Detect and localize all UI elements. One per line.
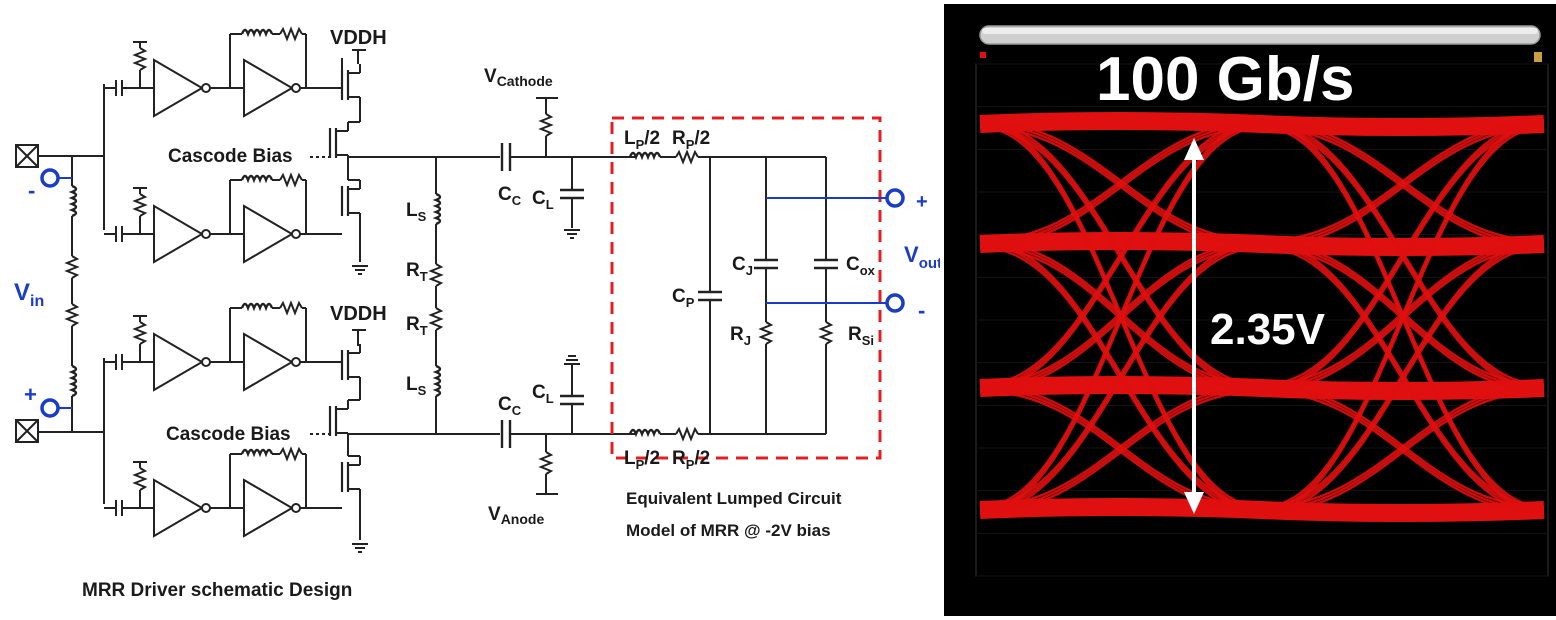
rj-label: RJ	[730, 324, 751, 348]
eye-height-label: 2.35V	[1210, 305, 1326, 354]
caption-left: MRR Driver schematic Design	[82, 580, 352, 601]
lp-bottom-label: LP/2	[624, 448, 660, 472]
eye-transition	[979, 386, 1263, 512]
vin-label: Vin	[14, 279, 44, 310]
mrr-driver-schematic: - + Vin VDDH Cascode Bias	[14, 27, 940, 601]
eye-transition	[1261, 383, 1545, 509]
eye-transition	[1261, 122, 1545, 390]
eye-transition	[1261, 122, 1545, 246]
vout-plus-sign: +	[916, 191, 928, 213]
cj-label: CJ	[732, 254, 753, 278]
cc-top-label: CC	[498, 184, 522, 208]
cascode-bias-bottom-label: Cascode Bias	[166, 424, 291, 445]
eye-transition	[979, 119, 1263, 387]
cl-bottom-label: CL	[532, 382, 554, 406]
lp-top-label: LP/2	[624, 128, 660, 152]
legend-swatch	[980, 52, 986, 58]
vout-label: Vout	[904, 242, 940, 272]
eye-transition	[1261, 386, 1545, 512]
eye-transition	[979, 122, 1263, 390]
eye-transition	[979, 242, 1263, 512]
eye-transition	[979, 245, 1263, 515]
inverter-chain-1	[104, 29, 342, 116]
rt-top-label: RT	[406, 260, 428, 284]
cc-bottom-label: CC	[498, 394, 522, 418]
eye-transition	[1261, 389, 1545, 515]
eye-transition	[979, 383, 1263, 509]
vin-minus-port	[40, 168, 60, 188]
eye-transition	[1261, 239, 1545, 509]
eye-diagram-panel: 2.35V 100 Gb/s	[944, 4, 1556, 616]
vout-minus-port	[885, 293, 905, 313]
corner-marker-icon	[1534, 52, 1542, 62]
eye-transition	[1261, 119, 1545, 387]
input-pad-bottom	[15, 419, 39, 443]
mrr-model-network	[628, 151, 886, 440]
eye-transition	[979, 239, 1263, 509]
vin-plus-sign: +	[24, 382, 37, 407]
mrr-model-box	[610, 116, 882, 460]
v-cathode-label: VCathode	[484, 66, 553, 89]
rp-bottom-label: RP/2	[672, 448, 710, 472]
eye-transition	[1261, 242, 1545, 512]
input-pad-top	[15, 144, 39, 168]
vddh-bottom-label: VDDH	[330, 303, 387, 325]
coupling-top	[436, 97, 636, 239]
ls-bottom-label: LS	[406, 374, 427, 398]
output-stack-bottom	[310, 329, 440, 553]
v-anode-label: VAnode	[488, 504, 544, 527]
load-network	[430, 157, 442, 434]
rt-bottom-label: RT	[406, 314, 428, 338]
eye-plot-area	[975, 63, 1549, 577]
cp-label: CP	[672, 286, 695, 310]
data-rate-label: 100 Gb/s	[1096, 45, 1354, 114]
mrr-caption-line1: Equivalent Lumped Circuit	[626, 489, 842, 508]
rsi-label: RSi	[848, 324, 874, 348]
vout-plus-port	[885, 188, 905, 208]
coupling-bottom	[436, 355, 636, 495]
vin-plus-port	[40, 398, 60, 418]
eye-transition	[979, 122, 1263, 246]
eye-transition	[979, 389, 1263, 515]
cl-top-label: CL	[532, 188, 554, 212]
inverter-chain-4	[104, 449, 342, 536]
mrr-caption-line2: Model of MRR @ -2V bias	[626, 521, 831, 540]
eye-transition	[1261, 245, 1545, 515]
eye-transition	[979, 119, 1263, 243]
cascode-bias-top-label: Cascode Bias	[168, 146, 293, 167]
vddh-top-label: VDDH	[330, 27, 387, 49]
cox-label: Cox	[846, 254, 876, 278]
rp-top-label: RP/2	[672, 128, 710, 152]
inverter-chain-3	[104, 303, 342, 390]
inverter-chain-2	[104, 175, 342, 262]
eye-height-arrow	[1184, 138, 1204, 514]
eye-transition	[1261, 119, 1545, 243]
ls-top-label: LS	[406, 200, 427, 224]
vin-minus-sign: -	[28, 178, 35, 203]
vout-minus-sign: -	[918, 298, 925, 323]
output-stack-top	[310, 49, 440, 275]
